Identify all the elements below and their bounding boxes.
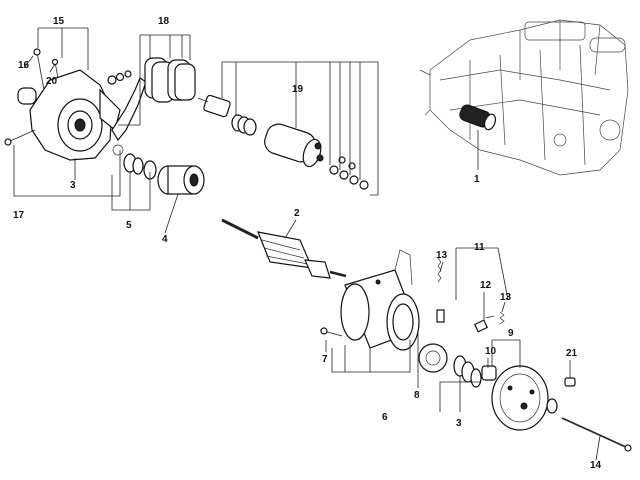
callout-11: 11 xyxy=(474,242,485,253)
through-bolt-part xyxy=(561,417,632,452)
screw-20-part xyxy=(51,58,59,79)
callout-13-right: 13 xyxy=(500,292,512,303)
plunger-part xyxy=(197,94,231,118)
callout-4: 4 xyxy=(162,234,168,245)
callout-9: 9 xyxy=(508,328,514,339)
cap-part xyxy=(546,398,558,414)
starter-location-part xyxy=(459,104,497,131)
drive-housing-part xyxy=(17,69,121,161)
bolt-16-part xyxy=(33,48,45,91)
callout-20: 20 xyxy=(46,76,58,87)
washer-stack-part xyxy=(107,70,132,85)
callout-15: 15 xyxy=(53,16,65,27)
callout-19: 19 xyxy=(292,84,304,95)
callout-16: 16 xyxy=(18,60,30,71)
callout-1: 1 xyxy=(474,174,480,185)
callout-13-left: 13 xyxy=(436,250,448,261)
armature-part xyxy=(221,218,347,279)
terminal-nuts-part xyxy=(329,156,369,190)
insulator-part xyxy=(418,343,448,373)
gasket-set-part xyxy=(144,57,196,103)
return-spring-part xyxy=(231,114,257,136)
stop-ring-part xyxy=(123,153,157,180)
bushing-part xyxy=(481,365,497,381)
brush-spring-right-part xyxy=(499,311,505,325)
callout-3-upper: 3 xyxy=(70,180,76,191)
callout-12: 12 xyxy=(480,280,492,291)
rear-cover-part xyxy=(491,365,549,431)
long-bolt-part xyxy=(4,129,36,146)
callout-18: 18 xyxy=(158,16,170,27)
callout-10: 10 xyxy=(485,346,497,357)
brush-part xyxy=(473,315,495,333)
callout-17: 17 xyxy=(13,210,25,221)
leader-lines xyxy=(13,27,601,461)
engine-location-view xyxy=(419,19,629,176)
callout-3-lower: 3 xyxy=(456,418,462,429)
solenoid-switch-part xyxy=(264,123,324,168)
brush-holder-part xyxy=(436,309,445,323)
callout-5: 5 xyxy=(126,220,132,231)
callout-21: 21 xyxy=(566,348,578,359)
yoke-field-part xyxy=(340,249,420,351)
callout-2: 2 xyxy=(294,208,300,219)
callout-7: 7 xyxy=(322,354,328,365)
callout-14: 14 xyxy=(590,460,602,471)
callout-8: 8 xyxy=(414,390,420,401)
overrunning-clutch-part xyxy=(157,165,205,195)
screw-7-part xyxy=(319,327,343,337)
callout-6: 6 xyxy=(382,412,388,423)
bolt-21-part xyxy=(564,377,576,387)
